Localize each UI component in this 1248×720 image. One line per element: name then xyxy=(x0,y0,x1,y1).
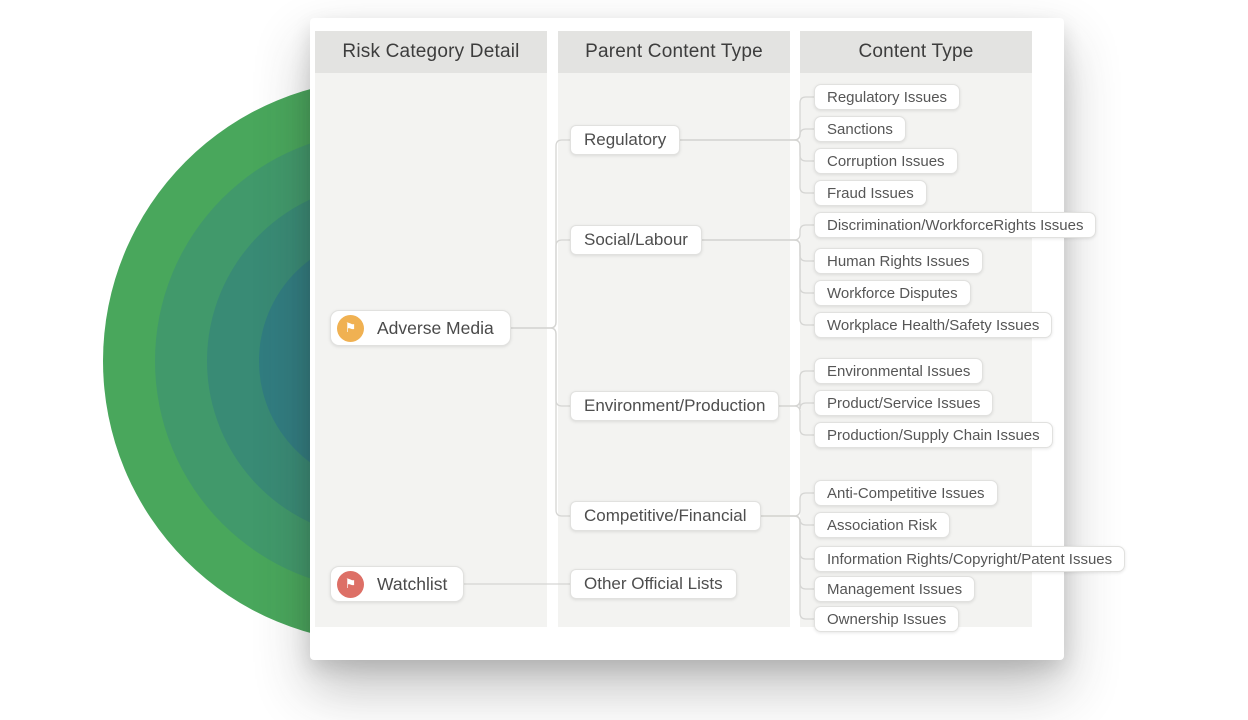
column-header-content-type: Content Type xyxy=(800,31,1032,73)
connector-edge xyxy=(680,139,814,194)
node-environment-production[interactable]: Environment/Production xyxy=(570,391,780,421)
node-social-labour[interactable]: Social/Labour xyxy=(570,225,702,255)
node-production-supply[interactable]: Production/Supply Chain Issues xyxy=(814,422,1053,448)
node-label: Human Rights Issues xyxy=(827,252,970,270)
node-sanctions[interactable]: Sanctions xyxy=(814,116,906,142)
column-header-parent-content-type: Parent Content Type xyxy=(558,31,790,73)
node-label: Discrimination/WorkforceRights Issues xyxy=(827,216,1084,234)
node-label: Association Risk xyxy=(827,516,938,534)
node-label: Management Issues xyxy=(827,580,963,598)
node-workforce-disputes[interactable]: Workforce Disputes xyxy=(814,280,971,306)
connector-lines xyxy=(464,96,814,620)
node-discrimination[interactable]: Discrimination/WorkforceRights Issues xyxy=(814,212,1097,238)
node-label: Competitive/Financial xyxy=(584,506,747,525)
node-label: Adverse Media xyxy=(377,317,494,338)
flag-icon: ⚑ xyxy=(337,570,364,598)
node-label: Sanctions xyxy=(827,120,893,138)
node-label: Information Rights/Copyright/Patent Issu… xyxy=(827,550,1113,568)
connector-edge xyxy=(511,327,570,517)
node-label: Social/Labour xyxy=(584,230,688,249)
connector-edge xyxy=(779,405,814,436)
node-label: Production/Supply Chain Issues xyxy=(827,426,1040,444)
node-competitive-financial[interactable]: Competitive/Financial xyxy=(570,501,761,531)
node-environmental-issues[interactable]: Environmental Issues xyxy=(814,358,984,384)
node-information-rights[interactable]: Information Rights/Copyright/Patent Issu… xyxy=(814,546,1126,572)
node-label: Workforce Disputes xyxy=(827,284,958,302)
node-management-issues[interactable]: Management Issues xyxy=(814,576,976,602)
node-label: Watchlist xyxy=(377,573,448,594)
node-label: Fraud Issues xyxy=(827,184,914,202)
node-label: Anti-Competitive Issues xyxy=(827,484,985,502)
node-label: Ownership Issues xyxy=(827,610,947,628)
node-label: Corruption Issues xyxy=(827,152,945,170)
connector-edge xyxy=(761,515,814,620)
node-ownership-issues[interactable]: Ownership Issues xyxy=(814,606,960,632)
node-label: Product/Service Issues xyxy=(827,394,981,412)
node-label: Environmental Issues xyxy=(827,362,971,380)
connector-edge xyxy=(702,239,814,326)
node-label: Regulatory xyxy=(584,130,667,149)
node-association-risk[interactable]: Association Risk xyxy=(814,512,951,538)
node-fraud-issues[interactable]: Fraud Issues xyxy=(814,180,927,206)
node-label: Other Official Lists xyxy=(584,574,723,593)
diagram-card: Risk Category Detail Parent Content Type… xyxy=(310,18,1126,660)
node-regulatory-issues[interactable]: Regulatory Issues xyxy=(814,84,961,110)
node-adverse-media[interactable]: ⚑ Adverse Media xyxy=(330,310,511,346)
node-workplace-health[interactable]: Workplace Health/Safety Issues xyxy=(814,312,1053,338)
node-corruption-issues[interactable]: Corruption Issues xyxy=(814,148,958,174)
node-human-rights[interactable]: Human Rights Issues xyxy=(814,248,983,274)
node-regulatory[interactable]: Regulatory xyxy=(570,125,681,155)
node-label: Environment/Production xyxy=(584,396,766,415)
flag-icon: ⚑ xyxy=(337,314,364,342)
node-label: Regulatory Issues xyxy=(827,88,948,106)
node-product-service[interactable]: Product/Service Issues xyxy=(814,390,994,416)
node-label: Workplace Health/Safety Issues xyxy=(827,316,1040,334)
column-header-risk-category-detail: Risk Category Detail xyxy=(315,31,547,73)
node-anti-competitive[interactable]: Anti-Competitive Issues xyxy=(814,480,998,506)
node-watchlist[interactable]: ⚑ Watchlist xyxy=(330,566,465,602)
node-other-official-lists[interactable]: Other Official Lists xyxy=(570,569,737,599)
